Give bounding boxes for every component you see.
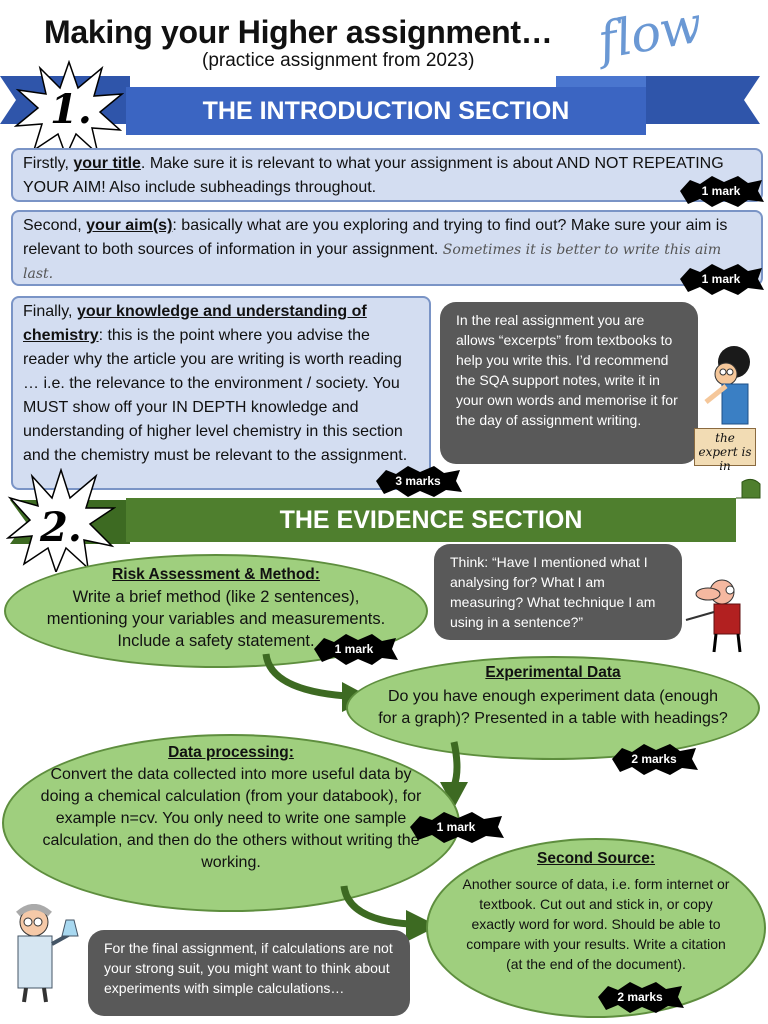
risk-heading: Risk Assessment & Method:: [112, 566, 320, 583]
scientist-icon: [16, 904, 79, 1003]
aim-box-pre: Second,: [23, 217, 87, 234]
starburst-icon: [6, 468, 116, 572]
aim-box: Second, your aim(s): basically what are …: [11, 210, 763, 286]
section-number-1: 1.: [50, 86, 92, 133]
marks-badge: 1 mark: [310, 632, 398, 666]
flow-arrow: [340, 885, 438, 942]
flow-logo: flow: [593, 0, 706, 71]
aim-box-highlight: your aim(s): [86, 217, 173, 234]
risk-body: Write a brief method (like 2 sentences),…: [46, 588, 386, 650]
evidence-banner: THE EVIDENCE SECTION: [126, 498, 736, 542]
expert-tip-bubble: In the real assignment you are allows “e…: [440, 302, 698, 464]
second-body: Another source of data, i.e. form intern…: [462, 876, 730, 972]
knowledge-box-highlight: your knowledge and understanding of chem…: [23, 303, 367, 344]
flow-arrow: [440, 741, 468, 808]
experimental-body: Do you have enough experiment data (enou…: [378, 688, 728, 727]
expert-woman-icon: [704, 346, 750, 425]
knowledge-box: Finally, your knowledge and understandin…: [11, 296, 431, 490]
marks-badge: 1 mark: [676, 174, 766, 208]
experimental-heading: Experimental Data: [485, 664, 621, 681]
processing-body: Convert the data collected into more use…: [40, 766, 422, 871]
section-number-2: 2.: [40, 504, 82, 551]
aim-box-body: : basically what are you exploring and t…: [23, 217, 728, 258]
marks-badge: 1 mark: [676, 262, 766, 296]
aim-box-tip: Sometimes it is better to write this aim…: [23, 242, 722, 282]
knowledge-box-pre: Finally,: [23, 303, 77, 320]
intro-banner: THE INTRODUCTION SECTION: [126, 87, 646, 135]
title-box-highlight: your title: [73, 155, 141, 172]
knowledge-box-body: : this is the point where you advise the…: [23, 327, 408, 464]
final-tip-bubble: For the final assignment, if calculation…: [88, 930, 410, 1016]
professor-icon: [685, 579, 742, 653]
page-title: Making your Higher assignment…: [44, 14, 553, 50]
marks-badge: 1 mark: [406, 810, 506, 844]
marks-badge: 3 marks: [372, 464, 464, 498]
title-box: Firstly, your title. Make sure it is rel…: [11, 148, 763, 202]
title-box-pre: Firstly,: [23, 155, 74, 172]
second-heading: Second Source:: [537, 850, 655, 867]
page-subtitle: (practice assignment from 2023): [202, 50, 475, 71]
processing-heading: Data processing:: [168, 744, 294, 761]
marks-badge: 2 marks: [594, 980, 686, 1014]
expert-sign: the expert is in: [694, 428, 756, 473]
experimental-data-ellipse: Experimental Data Do you have enough exp…: [346, 656, 760, 760]
marks-badge: 2 marks: [608, 742, 700, 776]
second-source-ellipse: Second Source: Another source of data, i…: [426, 838, 766, 1018]
starburst-icon: [14, 60, 124, 156]
title-box-body: . Make sure it is relevant to what your …: [23, 155, 724, 196]
think-bubble: Think: “Have I mentioned what I analysin…: [434, 544, 682, 640]
